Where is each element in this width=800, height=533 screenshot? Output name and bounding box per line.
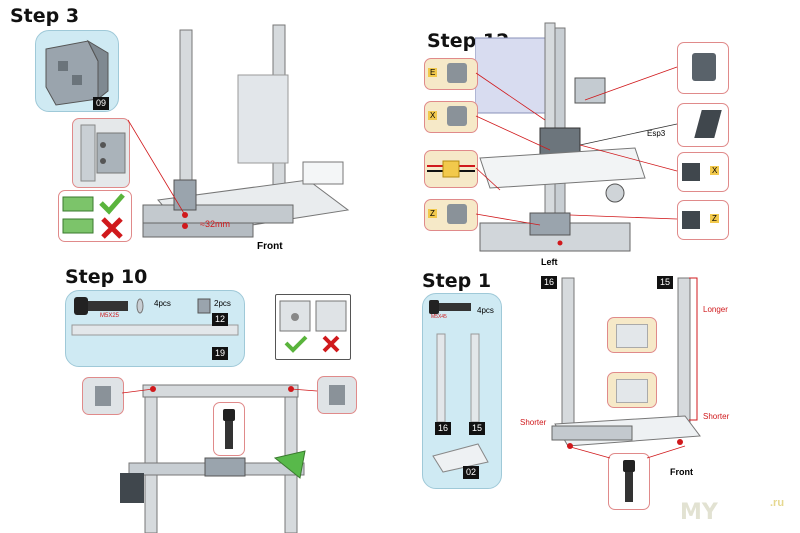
endstop-switch-icon [694,110,722,138]
step10-parts-panel: M5X25 4pcs 2pcs 12 19 [65,290,245,367]
step1-frame-badge-15: 15 [657,276,674,289]
watermark: MY [680,500,718,525]
step1-front-label: Front [670,467,693,477]
step1-longer-label: Longer [703,305,728,314]
step12-callout-z: Z [424,199,478,231]
watermark-suffix: .ru [770,497,785,509]
callout-z-tag: Z [428,209,437,218]
step10-parts-illustration [71,297,239,336]
stepper-motor-icon [447,106,467,126]
step10-printer-frame [120,384,318,533]
cable-connector-icon [427,160,475,178]
bracket-part-illustration [45,39,109,106]
endstop-switch-icon [682,163,700,181]
screw-shaft-icon [625,472,633,502]
step1-badge-02: 02 [463,466,480,479]
t-nut-block-icon [329,385,345,405]
step12-callout-z-endstop: Z [677,200,729,240]
cross-icon [101,217,123,239]
step1-title: Step 1 [422,270,492,292]
step1-parts-panel: M5X45 4pcs 16 15 02 [422,293,502,489]
screw-shaft-icon [225,421,233,449]
step1-shorter-left-label: Shorter [520,418,547,427]
callout-x-tag: X [428,111,438,120]
step3-detail-callout [72,118,130,188]
step10-rail-badge: 19 [212,347,229,360]
step1-screw-leaders [566,445,686,459]
callout-x2-tag: X [710,166,720,175]
step10-screw-label: M5X25 [100,313,120,319]
step3-title: Step 3 [10,5,80,27]
bracket-detail-illustration [80,124,126,182]
extrusion-profile-icon [616,379,648,403]
step3-check-illustration [62,193,125,239]
step3-part-badge: 09 [93,97,110,110]
step12-callout-esp3 [677,103,729,147]
step1-frame-badge-16: 16 [541,276,558,289]
step1-screw-qty: 4pcs [477,306,494,315]
cross-icon [322,335,340,353]
step1-shorter-right-label: Shorter [703,412,730,421]
step3-front-label: Front [257,241,283,252]
step3-printer-frame [128,24,350,238]
step10-screw-callout [213,402,245,456]
step3-measure-label: ≈32mm [200,219,230,229]
step10-check-callout [275,294,351,360]
step10-check-illustration [279,300,347,353]
t-nut-block-icon [95,386,111,406]
step3-check-callout [58,190,132,242]
step10-block-callout-left [82,377,124,415]
step1-longer-bracket [689,277,698,421]
step1-longer-callout-top [607,317,657,353]
extruder-motor-icon [692,53,716,81]
step12-left-label: Left [541,257,558,267]
endstop-switch-icon [682,211,700,229]
step10-block-badge: 12 [212,313,229,326]
check-icon [284,335,308,353]
step1-badge-16: 16 [435,422,452,435]
screw-head-icon [623,460,635,472]
check-icon [99,193,125,215]
step12-callout-cable [424,150,478,188]
stepper-motor-icon [447,204,467,224]
step12-callout-x-endstop: X [677,152,729,192]
step1-screw-label: M5X45 [431,314,447,320]
stepper-motor-icon [447,63,467,83]
step12-callout-e: E [424,58,478,90]
step10-block-qty: 2pcs [214,299,231,308]
step1-badge-15: 15 [469,422,486,435]
step10-title: Step 10 [65,266,148,288]
extrusion-profile-icon [616,324,648,348]
step12-esp3-label: Esp3 [647,129,666,138]
callout-e-tag: E [428,68,438,77]
callout-z2-tag: Z [710,214,719,223]
screw-head-icon [223,409,235,421]
step12-callout-x: X [424,101,478,133]
step1-printer-frame [551,277,701,449]
step3-part-panel [35,30,119,112]
step1-parts-illustration [429,300,489,473]
step1-screw-callout [608,453,650,510]
step10-screw-qty: 4pcs [154,299,171,308]
step10-block-callout-right [317,376,357,414]
step1-longer-callout-bottom [607,372,657,408]
step12-callout-extruder [677,42,729,94]
